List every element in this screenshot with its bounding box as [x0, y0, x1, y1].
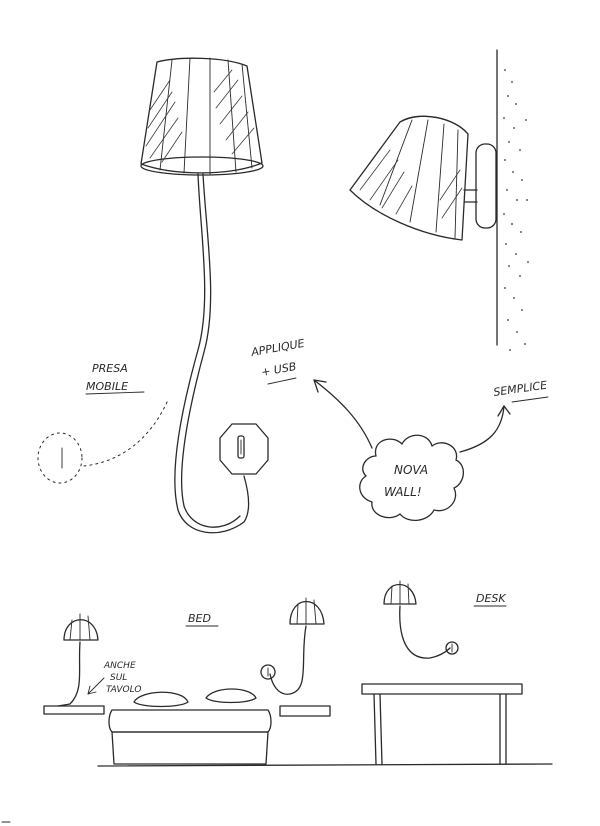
bed-label: BED — [188, 612, 211, 625]
pillow-left — [133, 691, 189, 708]
wall-socket-switch — [237, 435, 245, 459]
wall-mounted-lamp — [349, 49, 529, 351]
usb-label: + USB — [260, 360, 297, 379]
wall-socket-plate — [219, 423, 269, 475]
pillow-right — [205, 688, 257, 704]
sul-label: SUL — [110, 673, 127, 683]
desk-lamp-cable — [399, 605, 451, 659]
bed-wall-lamp-shade — [289, 600, 325, 625]
desk-lamp-shade — [383, 583, 417, 605]
desk-lamp-plug — [445, 641, 459, 655]
desk-leg-left — [373, 693, 377, 765]
arrow-to-applique — [313, 379, 373, 449]
arrow-to-shelf — [87, 677, 105, 695]
floor-line — [97, 763, 553, 767]
wall-lamp-shade — [349, 115, 469, 241]
presa-mobile-note: PRESA MOBILE — [37, 362, 169, 484]
large-lamp-cable-return — [181, 173, 241, 528]
bedside-table-right — [279, 705, 331, 717]
cloud-outline — [359, 434, 464, 521]
wall-lamp-mount — [475, 143, 497, 229]
bedside-shelf — [43, 705, 105, 715]
applique-usb-note: APPLIQUE + USB — [249, 337, 306, 385]
large-lamp-shade-rim — [140, 156, 264, 176]
bed-wall-lamp-cable — [269, 625, 307, 695]
wall-label: WALL! — [384, 485, 422, 499]
arrow-to-semplice — [459, 405, 505, 453]
portable-socket-outline — [37, 432, 83, 484]
bed-base — [111, 731, 269, 765]
wall-lamp-shade-top — [399, 115, 469, 135]
desk-top — [361, 683, 523, 695]
anche-label: ANCHE — [103, 661, 136, 671]
bedside-lamp-shade — [63, 619, 99, 641]
nova-wall-cloud: NOVA WALL! — [313, 379, 511, 521]
large-lamp-shade — [140, 57, 263, 174]
large-lamp-cable — [174, 173, 250, 534]
mobile-label: MOBILE — [86, 380, 128, 393]
nova-label: NOVA — [394, 463, 428, 477]
large-pendant-lamp — [140, 57, 269, 534]
wall-texture — [503, 69, 529, 351]
bedroom-scene: ANCHE SUL TAVOLO BED DESK — [43, 580, 553, 767]
dotted-link-line — [83, 399, 169, 467]
semplice-label: SEMPLICE — [493, 379, 548, 399]
presa-label: PRESA — [92, 362, 128, 375]
desk-label: DESK — [476, 592, 506, 605]
bedside-lamp-cable — [57, 641, 81, 707]
bed-mattress — [108, 709, 272, 733]
semplice-note: SEMPLICE — [493, 379, 549, 403]
bed-wall-lamp-plug — [260, 664, 276, 680]
tavolo-label: TAVOLO — [106, 685, 141, 695]
applique-label: APPLIQUE — [249, 337, 305, 359]
